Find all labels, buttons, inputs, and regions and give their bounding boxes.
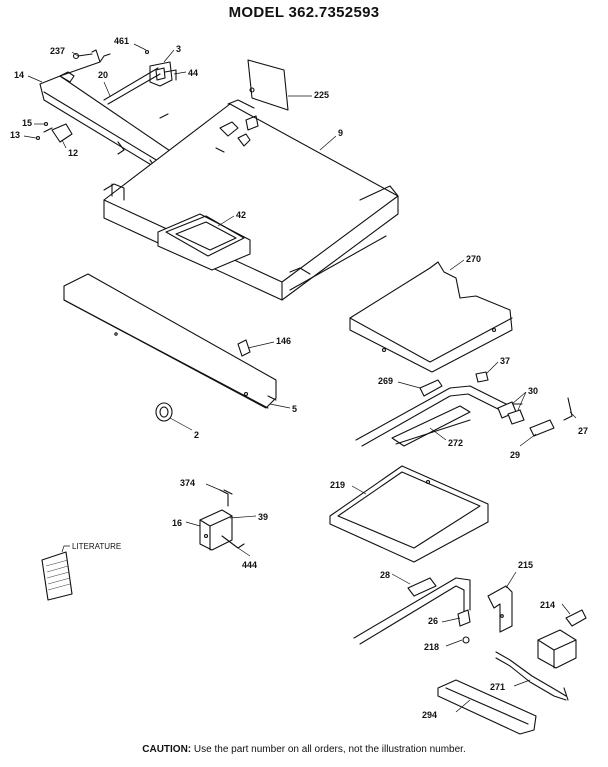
- callout-2: 2: [194, 430, 199, 440]
- callout-16: 16: [172, 518, 182, 528]
- callout-146: 146: [276, 336, 291, 346]
- part-272-heat-shield: [391, 405, 471, 447]
- part-valve-bracket: [144, 49, 177, 87]
- callout-270: 270: [466, 254, 481, 264]
- part-2-knob: [155, 402, 173, 422]
- callout-44: 44: [188, 68, 198, 78]
- callout-237: 237: [50, 46, 65, 56]
- part-burner-tube-upper: [355, 371, 573, 447]
- callout-20: 20: [98, 70, 108, 80]
- part-5-baffle: [63, 273, 277, 409]
- part-237-screw: [72, 52, 93, 60]
- callout-literature: LITERATURE: [72, 542, 121, 551]
- caution-note: CAUTION: Use the part number on all orde…: [0, 744, 608, 755]
- callout-37: 37: [500, 356, 510, 366]
- callout-271: 271: [490, 682, 505, 692]
- part-9-cooktop-base: [103, 99, 399, 301]
- callout-3: 3: [176, 44, 181, 54]
- part-219-tray: [329, 465, 489, 563]
- callout-26: 26: [428, 616, 438, 626]
- callout-39: 39: [258, 512, 268, 522]
- callout-29: 29: [510, 450, 520, 460]
- callout-14: 14: [14, 70, 24, 80]
- callout-215: 215: [518, 560, 533, 570]
- callout-42: 42: [236, 210, 246, 220]
- part-225-plate: [247, 59, 289, 111]
- callout-218: 218: [424, 642, 439, 652]
- caution-label: CAUTION:: [142, 744, 192, 755]
- callout-225: 225: [314, 90, 329, 100]
- callout-444: 444: [242, 560, 257, 570]
- diagram-title: MODEL 362.7352593: [228, 4, 380, 21]
- callout-12: 12: [68, 148, 78, 158]
- caution-text: Use the part number on all orders, not t…: [193, 744, 466, 755]
- callout-30: 30: [528, 386, 538, 396]
- callout-15: 15: [22, 118, 32, 128]
- callout-461: 461: [114, 36, 129, 46]
- leader-lines: [23, 43, 577, 713]
- callout-272: 272: [448, 438, 463, 448]
- callout-13: 13: [10, 130, 20, 140]
- callout-294: 294: [422, 710, 437, 720]
- literature-booklet: [41, 545, 73, 601]
- callout-9: 9: [338, 128, 343, 138]
- callout-219: 219: [330, 480, 345, 490]
- callout-28: 28: [380, 570, 390, 580]
- callout-374: 374: [180, 478, 195, 488]
- callout-269: 269: [378, 376, 393, 386]
- part-271-gas-line: [495, 651, 569, 701]
- part-270-cover: [349, 261, 513, 373]
- part-215-bracket: [487, 585, 513, 633]
- part-146-clip: [237, 339, 251, 357]
- callout-5: 5: [292, 404, 297, 414]
- part-214-regulator: [537, 609, 587, 669]
- callout-27: 27: [578, 426, 588, 436]
- part-42-burner-grate: [157, 213, 251, 271]
- part-burner-tube-lower: [353, 577, 471, 645]
- part-igniter-bracket: [199, 489, 245, 551]
- callout-214: 214: [540, 600, 555, 610]
- part-294-rail: [437, 679, 537, 735]
